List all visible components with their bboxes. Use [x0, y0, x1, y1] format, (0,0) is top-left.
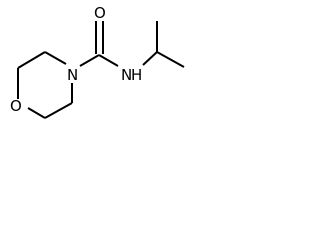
bond-c6-o [27, 107, 46, 119]
bond-ch-methyl-1 [156, 51, 185, 68]
structural-formula: O N O N H [10, 4, 185, 119]
structure-diagram: O N O N H [0, 0, 220, 134]
bond-nh-ch [142, 51, 158, 66]
bond-c2-c3 [17, 51, 46, 69]
bond-carbonyl-nh [98, 54, 119, 67]
bond-c3-n [44, 51, 67, 65]
ring-nitrogen-label: N [67, 66, 78, 84]
ring-oxygen-label: O [10, 97, 22, 115]
amide-nitrogen-label: N [121, 66, 132, 84]
bond-c5-c6 [44, 102, 73, 119]
amide-hydrogen-label: H [131, 66, 142, 84]
carbonyl-oxygen-label: O [94, 4, 106, 22]
bond-n-carbonyl [79, 54, 100, 67]
